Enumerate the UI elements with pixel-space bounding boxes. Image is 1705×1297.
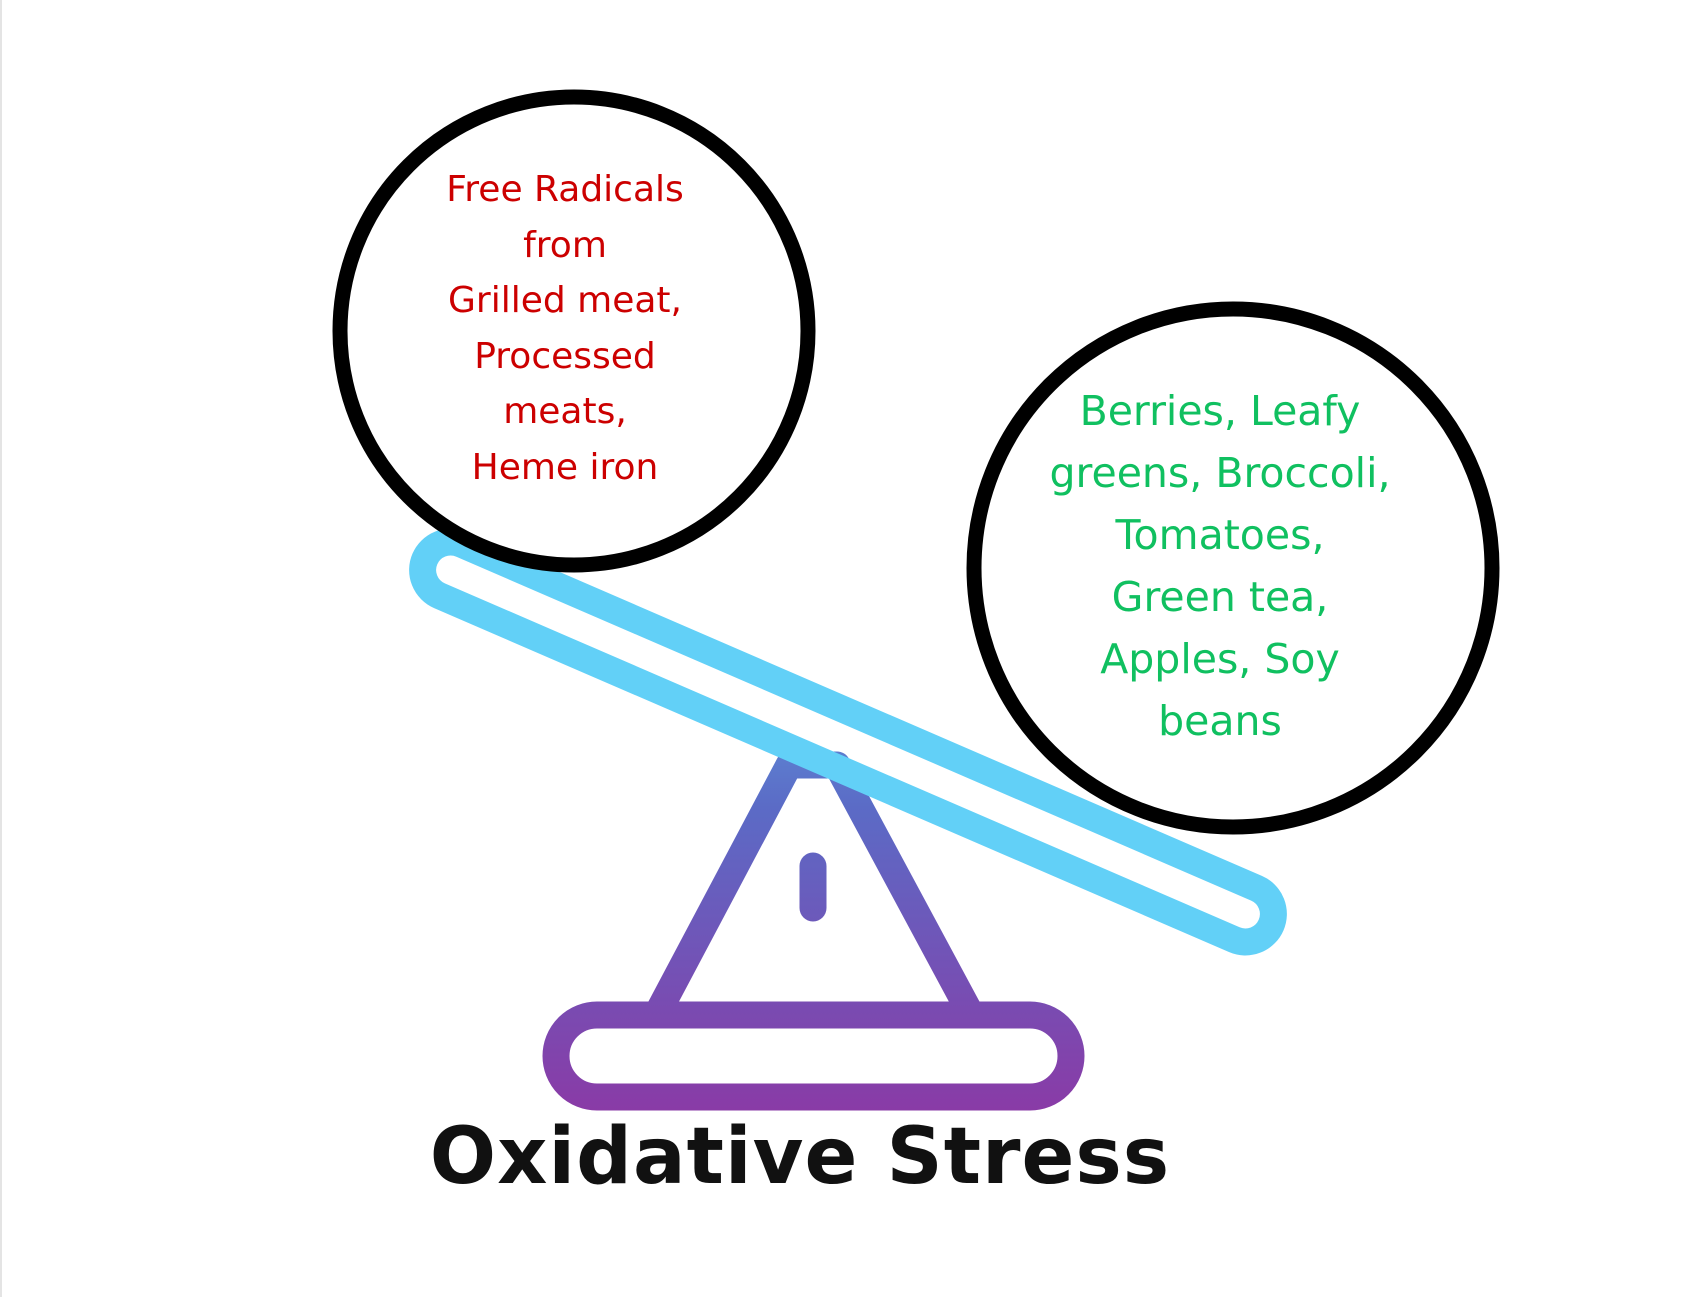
antioxidants-line: Berries, Leafy [1079,387,1361,435]
free-radicals-text: Free Radicals from Grilled meat, Process… [400,162,730,495]
antioxidants-line: beans [1158,697,1282,745]
free-radicals-line: Grilled meat, [448,280,682,321]
page-edge [0,0,2,1297]
free-radicals-line: Heme iron [471,446,659,488]
free-radicals-line: Free Radicals [446,169,684,210]
antioxidants-circle [966,301,1500,835]
seesaw-plank [409,528,1287,956]
antioxidants-line: Green tea, [1111,573,1329,621]
antioxidants-line: Apples, Soy [1100,635,1340,683]
free-radicals-circle [332,89,816,573]
seesaw-base [542,1001,1085,1111]
diagram-title: Oxidative Stress [429,1112,1171,1202]
antioxidants-line: Tomatoes, [1115,511,1325,559]
antioxidants-text: Berries, Leafy greens, Broccoli, Tomatoe… [1010,380,1430,752]
antioxidants-line: greens, Broccoli, [1049,449,1391,497]
free-radicals-line: from [523,224,607,266]
free-radicals-line: meats, [503,391,627,432]
free-radicals-line: Processed [474,335,656,377]
